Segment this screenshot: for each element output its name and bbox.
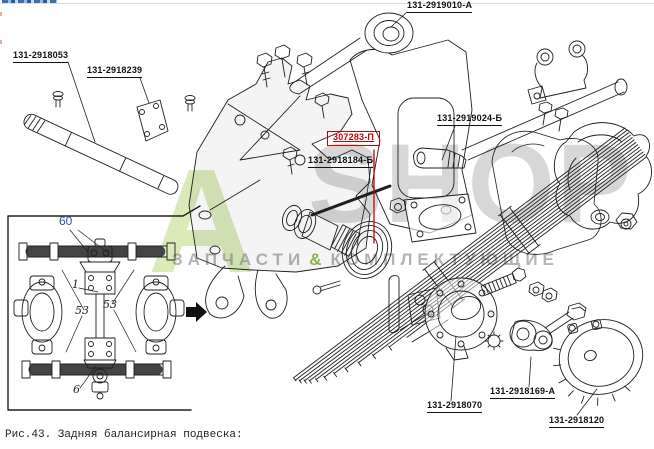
part-label-2918053[interactable]: 131-2918053 <box>13 50 69 63</box>
callout-1: 1 <box>72 278 79 291</box>
part-label-2919010[interactable]: 131-2919010-А <box>407 0 473 13</box>
balance-axle-shaft <box>23 113 179 195</box>
figure-caption: Рис.43. Задняя балансирная подвеска: <box>5 429 243 441</box>
fasteners-cluster <box>480 267 558 351</box>
hub-cap-dome <box>553 319 644 406</box>
part-label-2918120[interactable]: 131-2918120 <box>549 415 605 428</box>
part-label-2918169[interactable]: 131-2918169-А <box>490 386 556 399</box>
edge-artifact <box>0 12 2 16</box>
window-edge-line <box>0 3 654 4</box>
direction-arrow-icon <box>186 302 207 322</box>
callout-53-right: 53 <box>103 298 117 311</box>
hub-boot-assembly <box>281 204 393 279</box>
upper-mount-bracket <box>527 40 589 132</box>
browser-chrome-fragment <box>2 0 57 3</box>
leaf-spring <box>293 127 648 384</box>
rear-spring-bracket <box>491 130 602 255</box>
upper-torque-rod <box>289 12 414 95</box>
torque-rod-pin <box>310 78 628 217</box>
callout-6: 6 <box>73 383 80 396</box>
balance-bracket <box>188 44 371 319</box>
part-label-2918184[interactable]: 131-2918184-Б <box>308 155 374 168</box>
part-label-307283-highlighted[interactable]: 307283-П <box>327 131 381 146</box>
part-label-2919024[interactable]: 131-2919024-Б <box>437 113 503 126</box>
axle-flange <box>399 277 498 361</box>
callout-53-left: 53 <box>75 304 89 317</box>
lever-assembly <box>509 302 587 351</box>
callout-60-link[interactable]: 60 <box>59 214 73 228</box>
spring-end-bracket <box>553 122 653 230</box>
part-label-2918239[interactable]: 131-2918239 <box>87 65 143 78</box>
edge-artifact <box>0 40 2 44</box>
inset-top-view <box>7 205 207 411</box>
highlighted-part-number: 307283-П <box>333 132 375 142</box>
mounting-plate <box>136 99 169 142</box>
spring-seat-plate <box>389 193 477 243</box>
part-label-2918070[interactable]: 131-2918070 <box>427 400 483 413</box>
leader-lines <box>67 11 598 416</box>
stud-fasteners <box>52 91 196 112</box>
